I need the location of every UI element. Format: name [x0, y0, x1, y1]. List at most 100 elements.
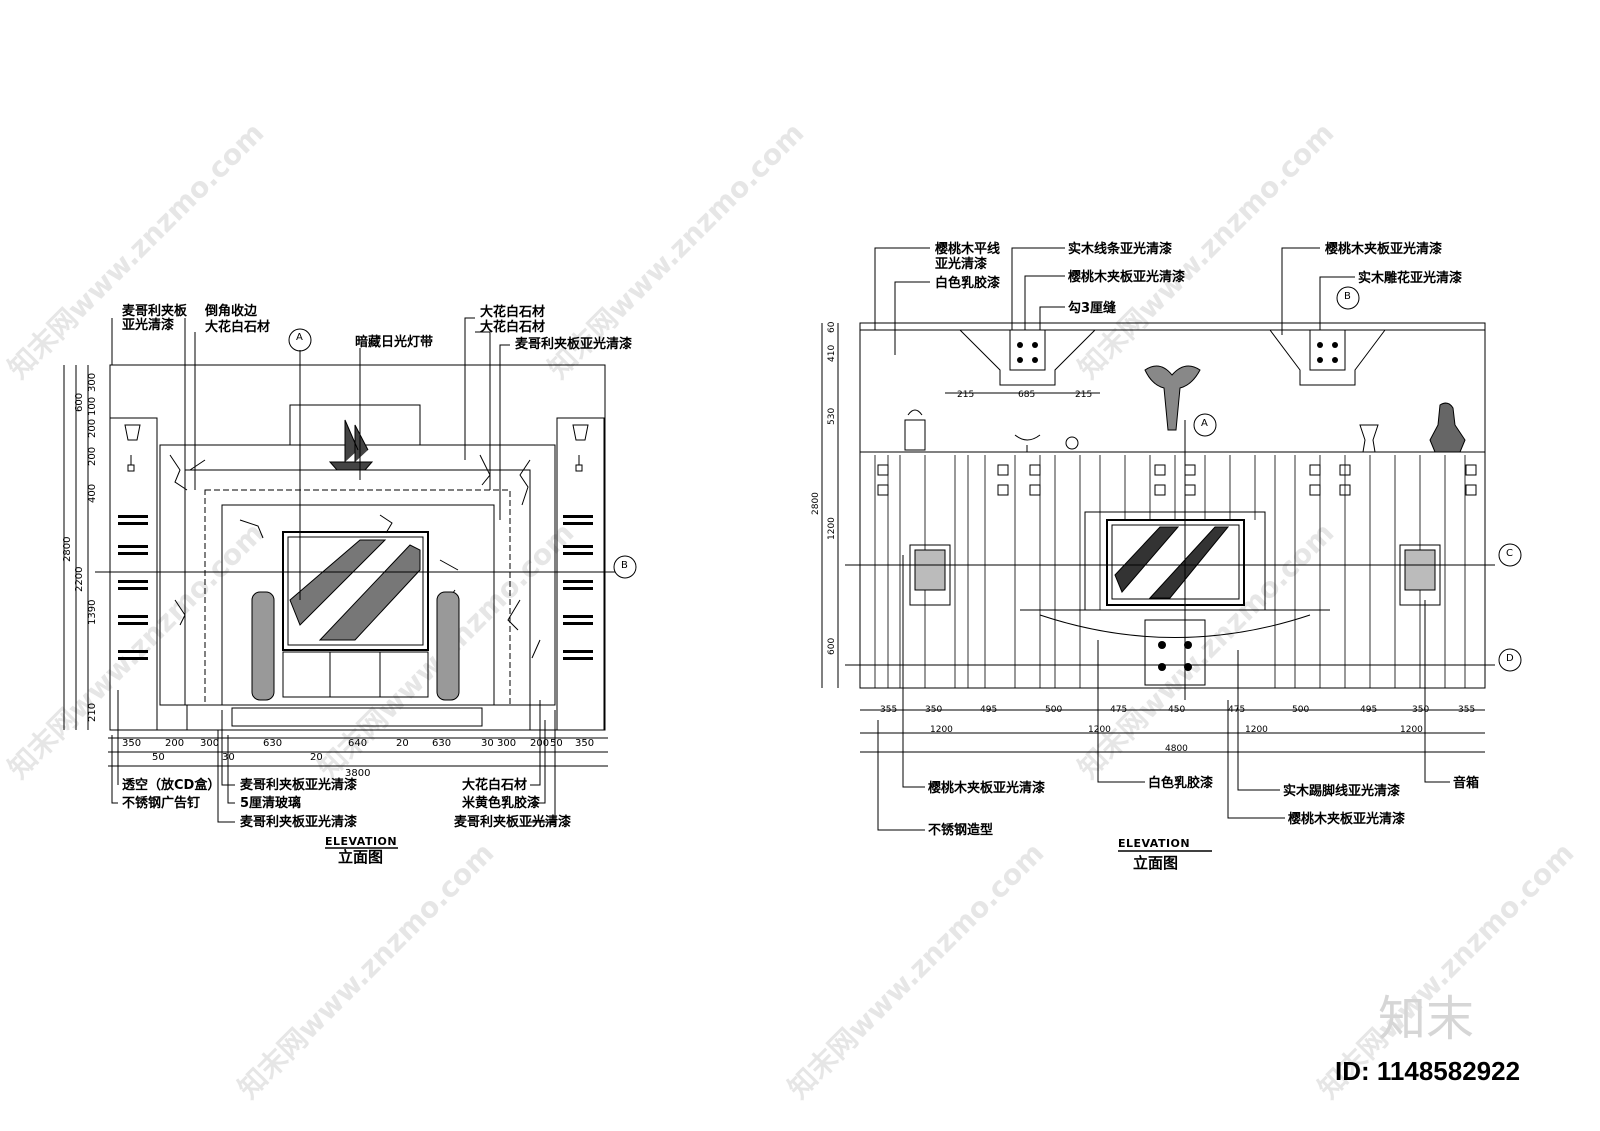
dimension: 30	[481, 738, 494, 749]
label: 白色乳胶漆	[1148, 775, 1213, 791]
dimension-total: 4800	[1165, 744, 1188, 754]
dimension: 355	[880, 705, 897, 715]
label: 实木线条亚光清漆	[1068, 241, 1172, 257]
left-speaker-left	[251, 591, 275, 701]
label: 麦哥利夹板亚光清漆	[240, 814, 357, 830]
dimension: 30	[222, 752, 235, 763]
left-column-right	[556, 417, 605, 731]
dimension: 685	[1018, 390, 1035, 400]
label: 樱桃木平线	[935, 241, 1000, 257]
left-marker-a-circle	[288, 328, 312, 352]
label: 麦哥利夹板亚光清漆	[240, 777, 357, 793]
dimension: 410	[827, 345, 837, 362]
dimension: 600	[827, 638, 837, 655]
dimension: 450	[1168, 705, 1185, 715]
ship-decoration	[328, 419, 374, 471]
dimension: 20	[396, 738, 409, 749]
label: 麦哥利夹板	[122, 303, 188, 319]
dimension: 495	[980, 705, 997, 715]
marker-a-label: A	[296, 332, 303, 343]
dimension: 500	[1292, 705, 1309, 715]
left-column-slots	[118, 515, 593, 660]
label: 樱桃木夹板亚光清漆	[1325, 241, 1442, 257]
dimension-total: 2800	[811, 492, 821, 515]
label: 亚光清漆	[122, 317, 174, 333]
watermark-text: 知末网www.znzmo.com	[2, 116, 271, 385]
right-curved-shelf	[1020, 609, 1330, 638]
right-speaker-right	[1399, 544, 1441, 606]
dimension: 300	[497, 738, 516, 749]
lantern-ornament	[904, 409, 926, 451]
left-tv-cabinet	[282, 651, 429, 698]
dimension-total: 2800	[62, 537, 73, 562]
image-id-label: ID: 1148582922	[1335, 1056, 1520, 1086]
watermark-layer: 知末网www.znzmo.com 知末网www.znzmo.com 知末网www…	[2, 116, 1581, 1105]
bowl-ornament	[1014, 434, 1041, 453]
left-tv-glare	[289, 539, 421, 641]
dimension: 1390	[87, 600, 98, 625]
left-elevation	[63, 317, 637, 823]
left-text: 麦哥利夹板 亚光清漆 倒角收边 大花白石材 暗藏日光灯带 大花白石材 大花白石材…	[62, 303, 632, 866]
label: 5厘清玻璃	[240, 795, 301, 811]
dimension: 210	[87, 703, 98, 722]
vase-ornament	[1359, 424, 1379, 453]
right-marker-d-circle	[1498, 648, 1522, 672]
label: 大花白石材	[480, 319, 545, 335]
warrior-figure-ornament	[1429, 402, 1466, 453]
left-speaker-right	[436, 591, 460, 701]
dimension: 215	[957, 390, 974, 400]
label: 实木雕花亚光清漆	[1358, 270, 1462, 286]
right-tv-screen	[1111, 524, 1240, 600]
dimension: 400	[87, 484, 98, 503]
dimension: 500	[1045, 705, 1062, 715]
label: 不锈钢造型	[928, 822, 993, 838]
dimension: 200	[530, 738, 549, 749]
dimension: 355	[1458, 705, 1475, 715]
label: 樱桃木夹板亚光清漆	[1288, 811, 1405, 827]
left-column-left	[109, 417, 158, 731]
dimension: 1200	[930, 725, 953, 735]
label: 麦哥利夹板亚光清漆	[454, 814, 571, 830]
wood-grain	[874, 455, 1466, 688]
watermark-logo: 知末	[1378, 991, 1474, 1047]
dimension: 200	[87, 419, 98, 438]
right-marker-b-circle	[1336, 286, 1360, 310]
right-elevation	[821, 247, 1522, 831]
dimension: 475	[1228, 705, 1245, 715]
label: 大花白石材	[205, 319, 270, 335]
marker-d-label: D	[1506, 653, 1514, 664]
dimension: 50	[152, 752, 165, 763]
left-plinth	[186, 704, 531, 731]
bull-skull-ornament	[1144, 365, 1201, 431]
label: 樱桃木夹板亚光清漆	[928, 780, 1045, 796]
dimension: 60	[827, 321, 837, 333]
right-speaker-left	[909, 544, 951, 606]
dimension: 600	[74, 393, 85, 412]
elevation-title-en: ELEVATION	[1118, 837, 1190, 850]
dimension: 640	[348, 738, 367, 749]
dimension: 300	[87, 373, 98, 392]
left-wall-lamp	[124, 424, 141, 472]
label: 倒角收边	[204, 303, 258, 319]
right-tv-glare	[1114, 526, 1230, 599]
dimension: 495	[1360, 705, 1377, 715]
dimension: 1200	[827, 517, 837, 540]
watermark-text: 知末网www.znzmo.com	[232, 836, 501, 1105]
dimension: 200	[87, 447, 98, 466]
wall-decor-squares	[877, 464, 1477, 496]
shelf-bracket-left	[959, 329, 1096, 386]
label: 白色乳胶漆	[935, 275, 1000, 291]
label: 实木踢脚线亚光清漆	[1283, 783, 1400, 799]
dimension: 2200	[74, 567, 85, 592]
shelf-bracket-right	[1269, 329, 1386, 386]
dimension-total: 3800	[345, 768, 370, 779]
label: 麦哥利夹板亚光清漆	[515, 336, 632, 352]
dimension: 1200	[1245, 725, 1268, 735]
dimension: 350	[122, 738, 141, 749]
left-tv	[282, 531, 429, 651]
label: 暗藏日光灯带	[355, 334, 433, 350]
dimension: 215	[1075, 390, 1092, 400]
label: 大花白石材	[480, 304, 545, 320]
globe-ornament	[1065, 436, 1079, 450]
